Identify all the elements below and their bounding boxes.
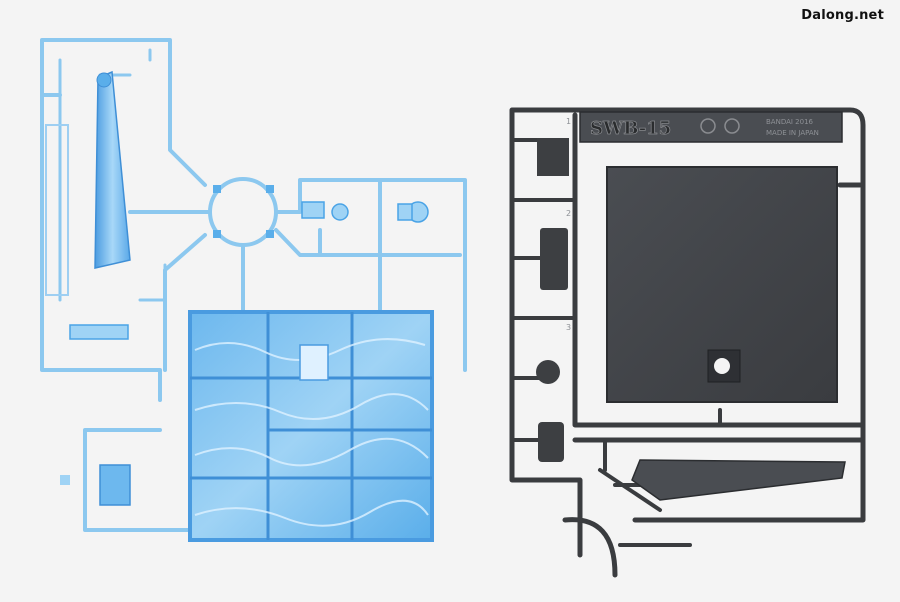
- part-number-3: 3: [566, 323, 571, 332]
- tapered-support-arm: [94, 70, 131, 269]
- connector-piece: [69, 324, 129, 340]
- gear-logo-icon: [700, 118, 716, 134]
- small-socket-block: [99, 464, 131, 506]
- sprue-tag: [579, 111, 843, 143]
- watermark-text: Dalong.net: [801, 8, 884, 23]
- side-label-strip: [45, 124, 69, 296]
- display-base-plate: [606, 166, 838, 403]
- brand-text: BANDAI 2016: [766, 118, 814, 126]
- part-number-2: 2: [566, 209, 571, 218]
- small-grey-parts: [536, 138, 569, 462]
- ring-gates: [213, 185, 274, 238]
- dark-support-arm: [631, 459, 846, 501]
- sprue-code: SWB-15: [590, 118, 671, 139]
- gear-logo-icon-2: [724, 118, 740, 134]
- right-dark-sprue: SWB-15 BANDAI 2016 MADE IN JAPAN 1 2 3: [509, 107, 866, 578]
- origin-text: MADE IN JAPAN: [766, 129, 819, 137]
- part-number-1: 1: [566, 117, 571, 126]
- left-clear-sprue: [40, 38, 467, 542]
- water-effect-plate: [188, 310, 434, 542]
- joint-parts: [301, 201, 429, 223]
